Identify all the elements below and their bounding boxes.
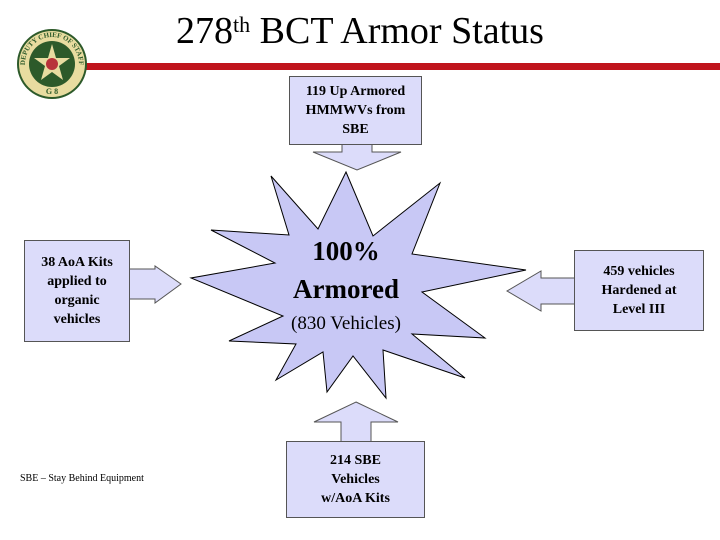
title-rest: BCT Armor Status <box>259 10 544 52</box>
title-number: 278 <box>176 10 234 52</box>
title-suffix: th <box>233 12 251 37</box>
box-right-label: 459 vehicles Hardened at Level III <box>601 264 677 317</box>
box-left: 38 AoA Kits applied to organic vehicles <box>24 240 130 342</box>
armor-burst <box>189 170 527 400</box>
center-armored: Armored <box>293 274 399 304</box>
box-left-label: 38 AoA Kits applied to organic vehicles <box>41 255 113 327</box>
page-title: 278th BCT Armor Status <box>0 12 720 50</box>
g8-seal-logo: DEPUTY CHIEF OF STAFF G 8 <box>17 29 87 99</box>
center-vehicle-count: (830 Vehicles) <box>291 313 401 334</box>
box-top-label: 119 Up Armored HMMWVs from SBE <box>305 84 406 137</box>
footnote: SBE – Stay Behind Equipment <box>20 473 144 484</box>
arrow-top <box>312 143 402 171</box>
title-rule <box>80 63 720 70</box>
box-bottom-label: 214 SBE Vehicles w/AoA Kits <box>321 453 390 506</box>
box-top: 119 Up Armored HMMWVs from SBE <box>289 76 422 145</box>
seal-bottom-text: G 8 <box>46 87 58 96</box>
center-percent: 100% <box>312 236 380 266</box>
arrow-bottom <box>313 401 399 443</box>
box-right: 459 vehicles Hardened at Level III <box>574 250 704 331</box>
arrow-right <box>506 270 576 312</box>
box-bottom: 214 SBE Vehicles w/AoA Kits <box>286 441 425 518</box>
arrow-left <box>127 265 182 304</box>
